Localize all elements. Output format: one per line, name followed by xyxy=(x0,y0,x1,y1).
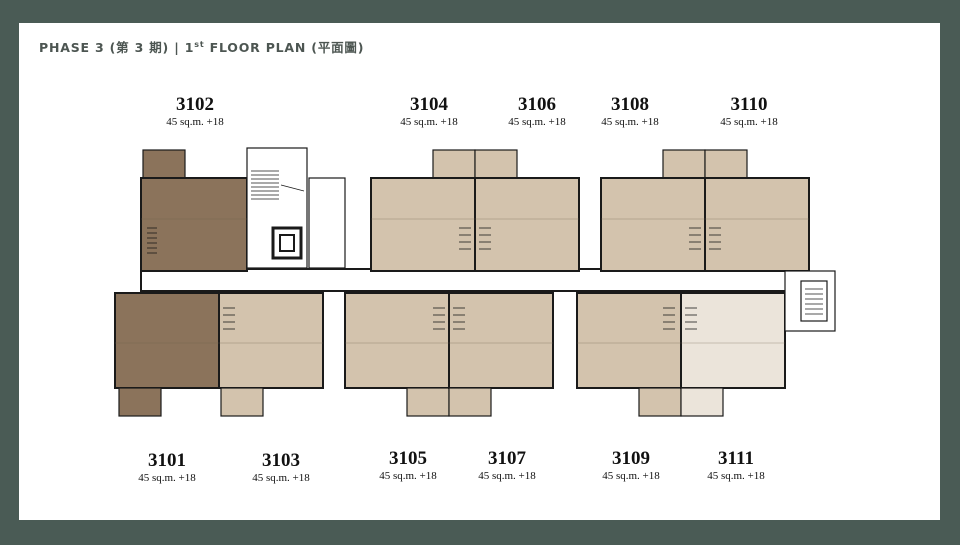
unit-3104-balcony xyxy=(432,149,476,179)
unit-number: 3102 xyxy=(176,94,214,115)
floor-plan-frame: PHASE 3 (第 3 期) | 1st FLOOR PLAN (平面圖) xyxy=(19,23,940,520)
interior-details xyxy=(115,218,809,344)
unit-area: 45 sq.m. +18 xyxy=(508,116,566,128)
phase-label: PHASE 3 (第 3 期) xyxy=(39,40,170,55)
floor-number-suffix: st xyxy=(194,39,205,49)
unit-3105-balcony xyxy=(406,387,450,417)
unit-3101 xyxy=(114,292,220,389)
unit-number: 3104 xyxy=(410,94,448,115)
page-title: PHASE 3 (第 3 期) | 1st FLOOR PLAN (平面圖) xyxy=(39,37,364,56)
unit-label-3104: 3104 45 sq.m. +18 xyxy=(374,94,484,129)
unit-3107-balcony xyxy=(448,387,492,417)
unit-number: 3110 xyxy=(730,94,768,115)
unit-3111 xyxy=(680,292,786,389)
unit-3110-balcony xyxy=(704,149,748,179)
unit-area: 45 sq.m. +18 xyxy=(379,470,437,482)
unit-number: 3109 xyxy=(612,448,650,469)
unit-number: 3105 xyxy=(389,448,427,469)
unit-3103-balcony xyxy=(220,387,264,417)
unit-3108 xyxy=(600,177,706,272)
unit-number: 3108 xyxy=(611,94,649,115)
floor-plan-drawing xyxy=(114,147,836,417)
unit-label-3106: 3106 45 sq.m. +18 xyxy=(482,94,592,129)
unit-3109 xyxy=(576,292,682,389)
unit-3103 xyxy=(218,292,324,389)
unit-area: 45 sq.m. +18 xyxy=(400,116,458,128)
unit-3105 xyxy=(344,292,450,389)
unit-3102-balcony xyxy=(142,149,186,179)
unit-label-3102: 3102 45 sq.m. +18 xyxy=(140,94,250,129)
unit-number: 3106 xyxy=(518,94,556,115)
unit-3108-balcony xyxy=(662,149,706,179)
unit-label-3103: 3103 45 sq.m. +18 xyxy=(226,450,336,485)
unit-area: 45 sq.m. +18 xyxy=(707,470,765,482)
unit-area: 45 sq.m. +18 xyxy=(478,470,536,482)
unit-area: 45 sq.m. +18 xyxy=(166,116,224,128)
unit-area: 45 sq.m. +18 xyxy=(252,472,310,484)
unit-3106-balcony xyxy=(474,149,518,179)
corridor xyxy=(140,268,806,292)
unit-3104 xyxy=(370,177,476,272)
floor-plan-label: FLOOR PLAN (平面圖) xyxy=(209,40,365,55)
floor-number: 1 xyxy=(184,40,195,55)
unit-3107 xyxy=(448,292,554,389)
title-separator: | xyxy=(174,40,180,55)
unit-label-3108: 3108 45 sq.m. +18 xyxy=(575,94,685,129)
unit-area: 45 sq.m. +18 xyxy=(601,116,659,128)
unit-area: 45 sq.m. +18 xyxy=(602,470,660,482)
unit-3106 xyxy=(474,177,580,272)
unit-number: 3101 xyxy=(148,450,186,471)
unit-area: 45 sq.m. +18 xyxy=(138,472,196,484)
unit-3110 xyxy=(704,177,810,272)
stair-core-right xyxy=(784,270,836,332)
unit-3102 xyxy=(140,177,248,272)
unit-label-3109: 3109 45 sq.m. +18 xyxy=(576,448,686,483)
unit-number: 3111 xyxy=(718,448,754,469)
unit-label-3107: 3107 45 sq.m. +18 xyxy=(452,448,562,483)
unit-3111-balcony xyxy=(680,387,724,417)
unit-label-3105: 3105 45 sq.m. +18 xyxy=(353,448,463,483)
unit-number: 3107 xyxy=(488,448,526,469)
stair-core-top xyxy=(246,147,346,269)
unit-number: 3103 xyxy=(262,450,300,471)
unit-area: 45 sq.m. +18 xyxy=(720,116,778,128)
unit-label-3110: 3110 45 sq.m. +18 xyxy=(694,94,804,129)
unit-3101-balcony xyxy=(118,387,162,417)
interior-stairs xyxy=(147,227,721,330)
unit-label-3111: 3111 45 sq.m. +18 xyxy=(681,448,791,483)
unit-label-3101: 3101 45 sq.m. +18 xyxy=(112,450,222,485)
unit-3109-balcony xyxy=(638,387,682,417)
